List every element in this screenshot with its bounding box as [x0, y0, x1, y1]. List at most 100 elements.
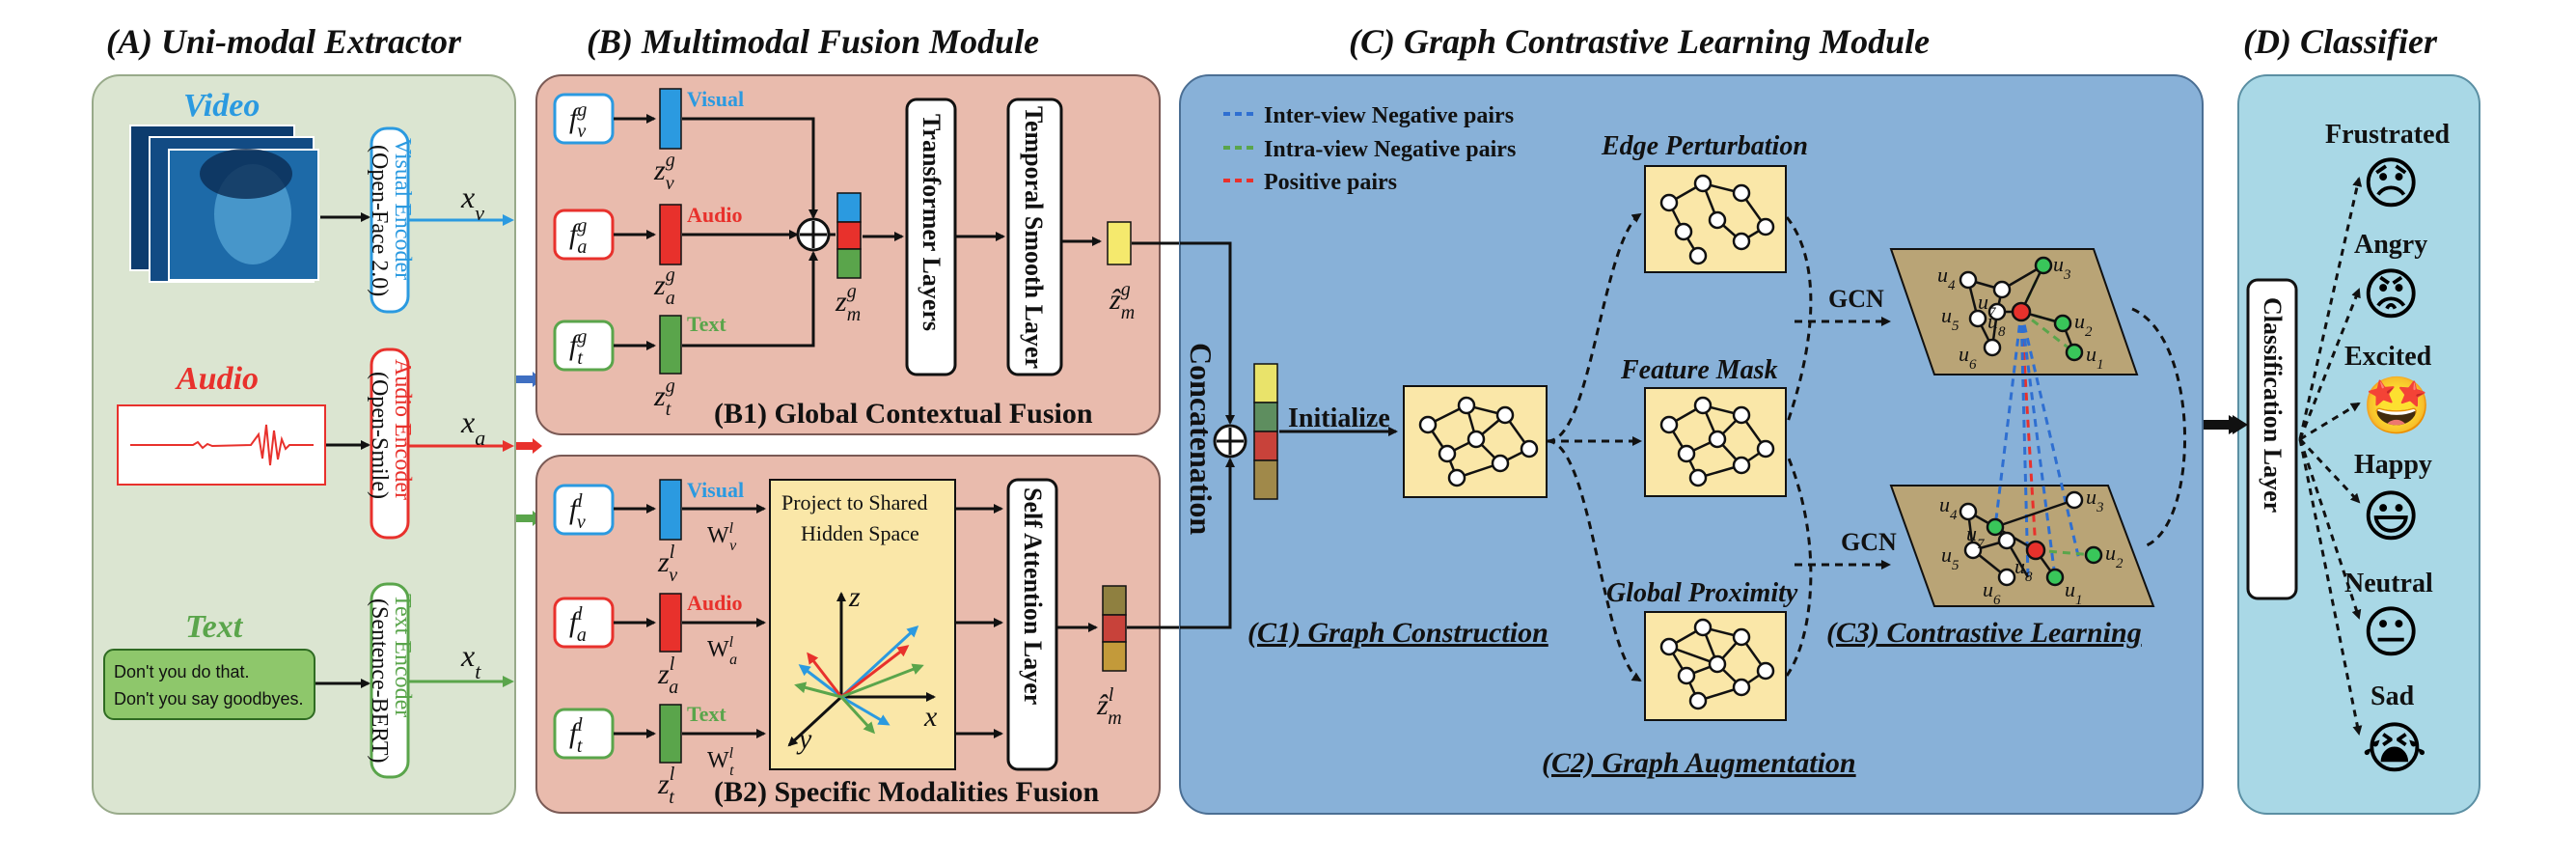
- axis-x-label: x: [923, 701, 938, 733]
- xa-label: xa: [460, 404, 485, 450]
- svg-text:u4: u4: [1939, 492, 1958, 523]
- emotion-angry: Angry 😡: [2354, 230, 2427, 327]
- svg-text:u1: u1: [2086, 342, 2104, 373]
- text-tag-b2: Text: [687, 702, 726, 726]
- dialogue-bubble: [103, 649, 315, 720]
- dialogue-line-2: Don't you say goodbyes.: [114, 689, 304, 709]
- concatenation-label-front: Concatenation: [1184, 343, 1219, 535]
- visual-encoder-model: (Open-Face 2.0): [367, 145, 392, 296]
- zt-g-bar: [659, 315, 682, 375]
- zm-g-stack: [836, 192, 862, 279]
- svg-text:u5: u5: [1941, 542, 1959, 573]
- header-classifier: (D) Classifier: [2243, 22, 2438, 61]
- svg-text:u7: u7: [1966, 521, 1986, 552]
- emotion-frustrated: Frustrated 😞: [2325, 120, 2451, 216]
- text-tag-b1: Text: [687, 312, 726, 336]
- visual-encoder-box: [370, 126, 410, 314]
- emotion-label-happy: Happy: [2354, 450, 2432, 480]
- project-line-2: Hidden Space: [801, 521, 919, 545]
- self-attention-box: [1006, 478, 1058, 771]
- svg-text:u1: u1: [2065, 577, 2083, 608]
- self-attention-label: Self Attention Layer: [1019, 487, 1047, 705]
- axes-3d: [787, 592, 936, 747]
- svg-text:flv: flv: [569, 490, 586, 533]
- view-graph-bottom-labels: u4 u3 u5 u7 u8 u2 u6 u1: [1939, 485, 2124, 608]
- header-unimodal-extractor: (A) Uni-modal Extractor: [106, 22, 462, 61]
- svg-text:flt: flt: [569, 714, 583, 757]
- view-plane-bottom: [1889, 485, 2155, 607]
- zm-g-hat-bar: [1107, 221, 1132, 265]
- svg-text:u6: u6: [1959, 342, 1977, 373]
- initialize-label: Initialize: [1288, 403, 1390, 433]
- xt-label: xt: [460, 638, 481, 683]
- temporal-smooth-label: Temporal Smooth Layer: [1020, 106, 1048, 369]
- legend-inter-view: Inter-view Negative pairs: [1264, 103, 1514, 128]
- video-frames: [129, 125, 319, 283]
- b1-title: (B1) Global Contextual Fusion: [714, 398, 1093, 430]
- svg-text:u3: u3: [2086, 485, 2104, 515]
- view-graph-bottom: [1959, 490, 2103, 587]
- audio-encoder-label: Audio Encoder: [390, 359, 415, 500]
- legend-intra-view: Intra-view Negative pairs: [1264, 137, 1516, 162]
- audio-waveform: [130, 424, 314, 466]
- gcn-label-top: GCN: [1828, 285, 1884, 313]
- svg-text:u8: u8: [1987, 309, 2006, 340]
- za-g-bar: [659, 204, 682, 265]
- text-encoder-box: [370, 582, 410, 779]
- emotion-label-angry: Angry: [2354, 230, 2427, 260]
- header-multimodal-fusion: (B) Multimodal Fusion Module: [587, 22, 1039, 61]
- neutral-face-icon: 😐: [2362, 599, 2420, 665]
- axis-z-label: z: [848, 581, 861, 613]
- b2-title: (B2) Specific Modalities Fusion: [714, 776, 1099, 808]
- classification-layer-box: [2246, 278, 2298, 600]
- emotion-neutral: Neutral 😐: [2344, 569, 2433, 665]
- svg-text:fga: fga: [569, 215, 587, 258]
- edge-perturbation-graph: [1644, 165, 1787, 273]
- global-proximity-label: Global Proximity: [1606, 578, 1798, 608]
- star-struck-face-icon: 🤩: [2362, 373, 2431, 438]
- svg-text:u7: u7: [1978, 290, 1997, 320]
- angry-face-icon: 😡: [2362, 262, 2420, 327]
- zv-l-bar: [659, 479, 682, 541]
- svg-text:u6: u6: [1983, 577, 2001, 608]
- svg-text:fgt: fgt: [569, 326, 587, 369]
- grinning-face-icon: 😃: [2362, 484, 2420, 549]
- xv-label: xv: [460, 180, 484, 225]
- edge-perturbation-label: Edge Perturbation: [1601, 131, 1808, 161]
- svg-text:u2: u2: [2074, 309, 2093, 340]
- header-graph-contrastive: (C) Graph Contrastive Learning Module: [1349, 22, 1930, 61]
- emotion-label-sad: Sad: [2370, 681, 2415, 711]
- visual-tag-b2: Visual: [687, 478, 744, 502]
- text-label: Text: [185, 609, 244, 645]
- panel-classifier: [2237, 74, 2480, 815]
- svg-text:u8: u8: [2014, 554, 2033, 585]
- feature-mask-graph: [1644, 387, 1787, 497]
- transformer-layers-box: [905, 97, 957, 376]
- gcn-label-bottom: GCN: [1841, 528, 1897, 556]
- svg-text:u5: u5: [1941, 303, 1959, 334]
- transformer-layers-label: Transformer Layers: [918, 114, 945, 331]
- legend: Inter-view Negative pairs Intra-view Neg…: [1223, 103, 1516, 195]
- video-label: Video: [183, 88, 260, 124]
- c3-label: (C3) Contrastive Learning: [1826, 617, 2142, 649]
- view-graph-top: [1959, 256, 2084, 362]
- classification-layer-label: Classification Layer: [2259, 297, 2287, 513]
- emotion-label-neutral: Neutral: [2344, 569, 2433, 598]
- crying-face-icon: 😭: [2362, 715, 2427, 781]
- visual-tag-b1: Visual: [687, 87, 744, 111]
- sum-operator-b1: [796, 217, 831, 252]
- concat-operator-front: [1213, 424, 1247, 459]
- audio-tag-b1: Audio: [687, 203, 742, 227]
